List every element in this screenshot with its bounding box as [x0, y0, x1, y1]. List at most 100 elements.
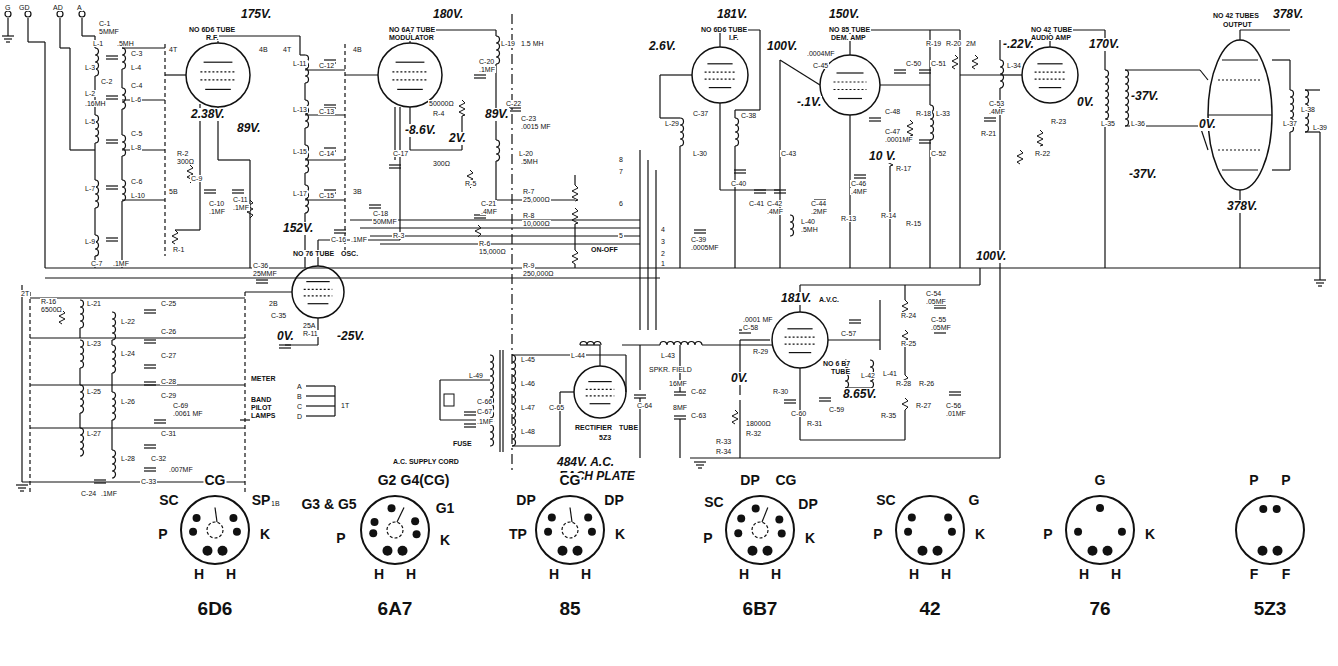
part-label: 6 [618, 200, 624, 207]
part-label: C-35 [270, 312, 287, 319]
wire [399, 107, 400, 240]
part-label: C-47 [884, 128, 901, 135]
pin-dot [189, 528, 197, 536]
part-label: .05MF [925, 298, 947, 305]
capacitor-plate [464, 411, 476, 412]
part-label: R-19 [925, 40, 942, 47]
part-label: 2 [660, 250, 666, 257]
capacitor-plate [106, 98, 118, 99]
wire [799, 368, 800, 440]
wire [1239, 30, 1240, 40]
wire [679, 146, 680, 268]
part-label: 5B [168, 188, 179, 195]
capacitor-plate [464, 423, 476, 424]
tube-caption: OUTPUT [1222, 21, 1253, 28]
part-label: C-16 [330, 236, 347, 243]
tube-cathode [590, 403, 611, 404]
capacitor-plate [474, 77, 486, 78]
part-label: C-3 [130, 50, 143, 57]
part-label: L-33 [935, 110, 951, 117]
tube-caption: I.F. [728, 34, 739, 41]
tube-type-name: 76 [1088, 599, 1111, 618]
part-label: L-39 [1312, 124, 1328, 131]
part-label: C-51 [930, 60, 947, 67]
part-label: B [296, 393, 303, 400]
part-label: .5MH [116, 40, 135, 47]
voltage-label: 152V. [282, 222, 314, 235]
part-label: 2T [20, 290, 30, 297]
part-label: C-33 [140, 478, 157, 485]
resistor-symbol [907, 120, 913, 136]
pin-dot [908, 514, 916, 522]
pin-name: SP [251, 493, 272, 507]
ground-symbol [20, 490, 24, 491]
pin-dot [944, 514, 952, 522]
base-circle [536, 496, 604, 564]
tube-caption: R.F. [205, 34, 219, 41]
wire [81, 18, 82, 36]
part-label: 4B [352, 46, 363, 53]
wire [45, 267, 1320, 268]
part-label: L-20 [518, 150, 534, 157]
tube-type-name: 6D6 [197, 599, 234, 618]
inductor-coil [735, 118, 739, 146]
tube-caption: 5Z3 [598, 434, 612, 441]
pin-dot [584, 514, 592, 522]
capacitor-plate [464, 414, 476, 415]
part-label: 1B [270, 500, 281, 507]
capacitor-plate [849, 319, 861, 320]
capacitor-plate [919, 69, 931, 70]
tube-plate [837, 72, 864, 73]
choke-coil [660, 342, 702, 345]
wire [495, 161, 496, 200]
tube-grid [785, 337, 816, 338]
tube-grid [392, 71, 427, 72]
voltage-label: -.1V. [796, 96, 822, 109]
capacitor-plate [369, 207, 381, 208]
voltage-label: 484V. A.C. [556, 456, 615, 469]
pin-dot [775, 516, 783, 524]
capacitor-plate [784, 399, 796, 400]
part-label: L-34 [1006, 62, 1022, 69]
tube-cathode [1039, 87, 1061, 88]
tube-base-diagram: SCCGSPPKHH6D6 [140, 462, 290, 632]
voltage-label: 2.6V. [648, 40, 677, 53]
part-label: C-1 [98, 20, 111, 27]
part-label: .0004MF [806, 50, 836, 57]
pin-name: K [614, 527, 626, 541]
voltage-label: 0V. [730, 372, 749, 385]
part-label: R-15 [905, 220, 922, 227]
part-label: .5MH [800, 226, 819, 233]
capacitor-plate [144, 367, 156, 368]
capacitor-plate [849, 322, 861, 323]
part-label: .1MF [232, 204, 250, 211]
wire [574, 264, 575, 268]
inductor-coil [1000, 60, 1004, 88]
part-label: .05MF [930, 324, 952, 331]
part-label: .01MF [945, 410, 967, 417]
inductor-coil [80, 340, 84, 368]
capacitor-plate [324, 104, 336, 105]
tube-type-name: 5Z3 [1253, 599, 1288, 618]
part-label: L-17 [292, 190, 308, 197]
capacitor-plate [919, 72, 931, 73]
wire [175, 229, 200, 230]
resistor-symbol [1017, 150, 1023, 164]
part-label: C-9 [190, 175, 203, 182]
part-label: C-14 [318, 150, 335, 157]
wire [929, 140, 930, 268]
wire [647, 160, 648, 330]
part-label: R-18 [915, 110, 932, 117]
voltage-label: 181V. [716, 8, 748, 21]
part-label: 1 [660, 260, 666, 267]
part-label: C-18 [372, 210, 389, 217]
tube-envelope [692, 47, 748, 103]
wire [720, 189, 780, 190]
inductor-coil [112, 312, 116, 340]
wire [904, 344, 905, 375]
pin-dot [752, 504, 760, 512]
capacitor-plate [754, 192, 766, 193]
capacitor-plate [279, 344, 291, 345]
capacitor-plate [106, 55, 118, 56]
tube-base-diagram: GPKHH76 [1025, 462, 1175, 632]
